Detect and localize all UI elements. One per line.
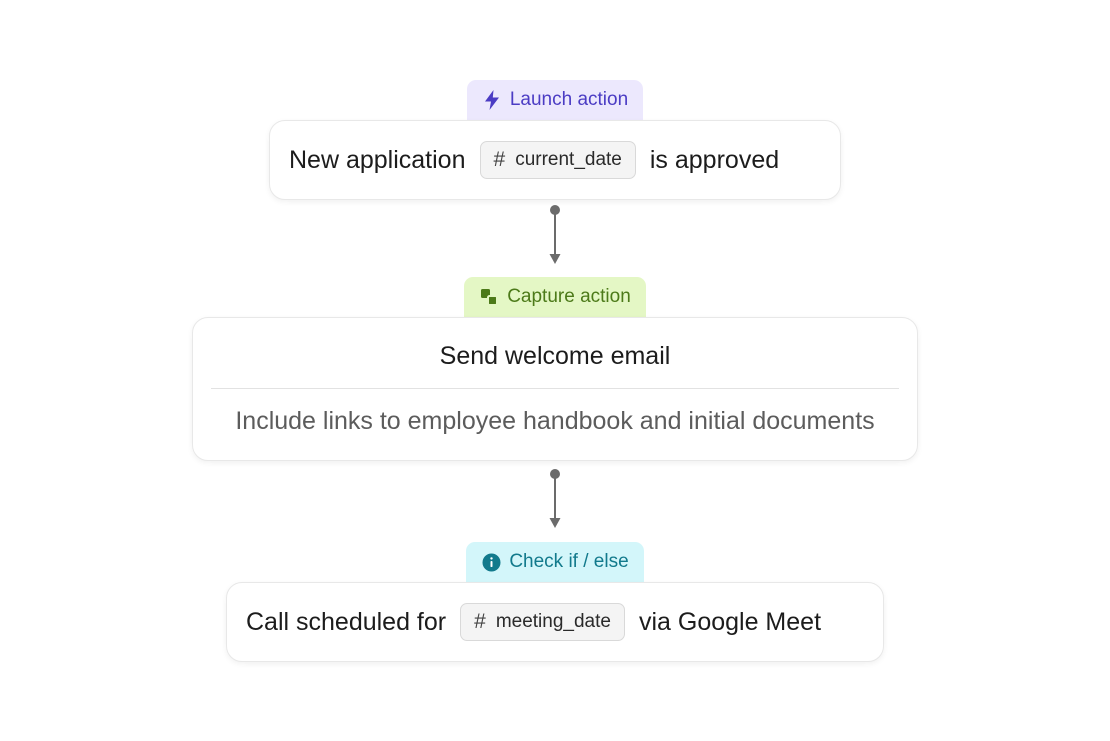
current-date-chip-label: current_date	[515, 149, 622, 170]
connector-arrow-2	[549, 469, 561, 528]
capture-icon	[479, 287, 499, 307]
launch-text-before: New application	[289, 145, 466, 174]
check-if-else-card[interactable]: Call scheduled for # meeting_date via Go…	[226, 582, 884, 662]
check-text-before: Call scheduled for	[246, 607, 447, 636]
capture-action-card[interactable]: Send welcome email Include links to empl…	[192, 317, 918, 461]
launch-action-card[interactable]: New application # current_date is approv…	[269, 120, 841, 200]
capture-action-node[interactable]: Capture action Send welcome email Includ…	[192, 277, 918, 461]
launch-action-tag: Launch action	[466, 80, 644, 120]
launch-text-after: is approved	[649, 145, 780, 174]
check-text-after: via Google Meet	[638, 607, 822, 636]
check-if-else-content: Call scheduled for # meeting_date via Go…	[227, 583, 883, 661]
launch-action-content: New application # current_date is approv…	[270, 121, 840, 199]
check-if-else-tag-label: Check if / else	[509, 551, 629, 572]
capture-action-description: Include links to employee handbook and i…	[235, 407, 875, 435]
info-icon	[481, 552, 501, 572]
capture-card-divider	[211, 388, 899, 389]
capture-action-tag-label: Capture action	[507, 286, 631, 307]
meeting-date-variable-chip[interactable]: # meeting_date	[460, 603, 625, 641]
launch-action-tag-label: Launch action	[509, 89, 629, 110]
hash-icon: #	[474, 610, 486, 633]
current-date-variable-chip[interactable]: # current_date	[479, 141, 636, 179]
launch-action-node[interactable]: Launch action New application # current_…	[269, 80, 841, 200]
lightning-icon	[482, 90, 502, 110]
hash-icon: #	[493, 148, 506, 171]
connector-arrow-1	[549, 205, 561, 264]
meeting-date-chip-label: meeting_date	[495, 611, 611, 632]
check-if-else-tag: Check if / else	[466, 542, 644, 582]
capture-action-title: Send welcome email	[439, 342, 671, 370]
capture-action-tag: Capture action	[464, 277, 646, 317]
check-if-else-node[interactable]: Check if / else Call scheduled for # mee…	[226, 542, 884, 662]
